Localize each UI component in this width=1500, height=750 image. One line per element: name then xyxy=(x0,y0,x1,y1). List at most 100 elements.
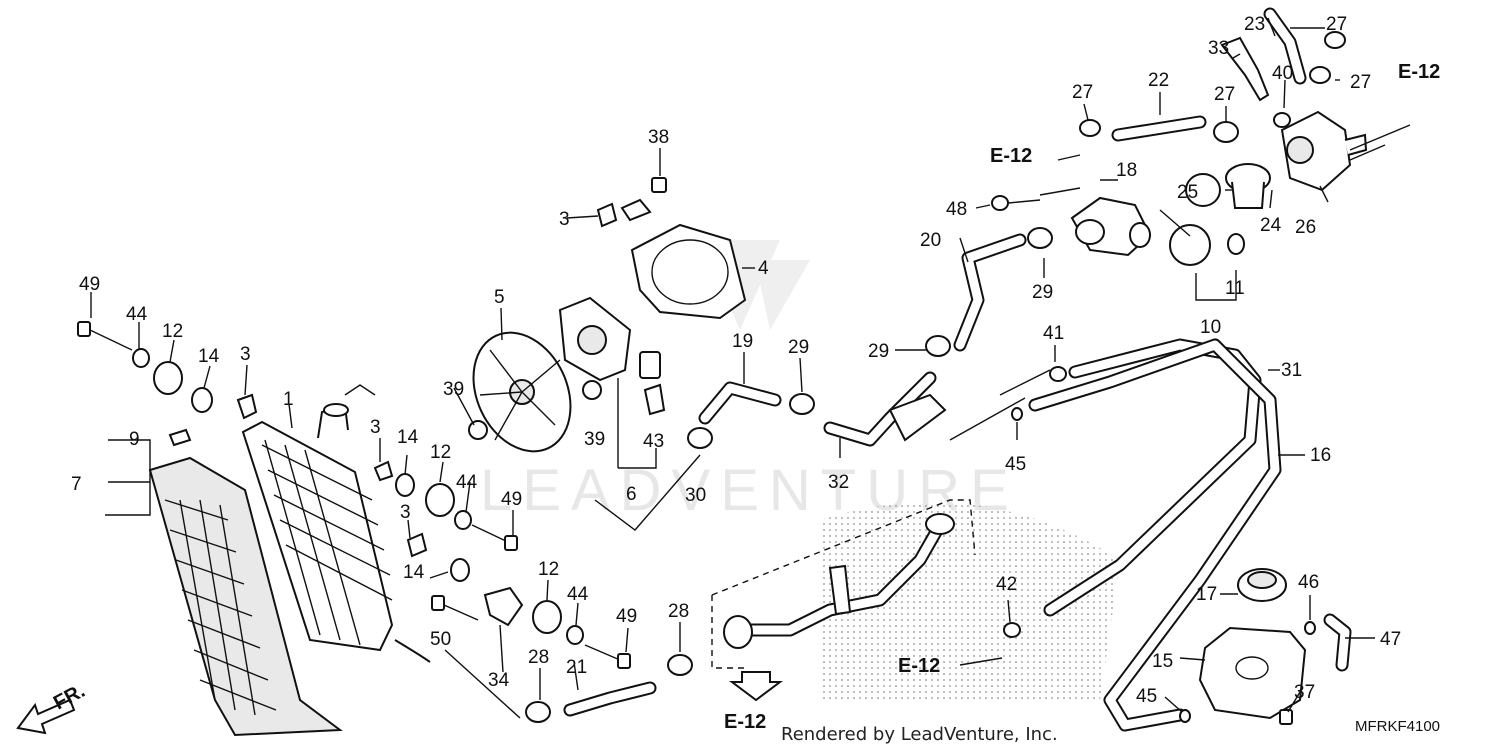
hose-23[interactable] xyxy=(1263,7,1307,85)
callout: 49 xyxy=(501,489,522,510)
thermostat-housing[interactable] xyxy=(1070,196,1152,257)
callout: 31 xyxy=(1281,360,1302,381)
hose-21[interactable] xyxy=(563,681,657,717)
callout: 20 xyxy=(920,230,941,251)
callout: 12 xyxy=(538,559,559,580)
callout: 30 xyxy=(685,485,706,506)
callout: 3 xyxy=(370,417,381,438)
callout: 5 xyxy=(494,287,505,308)
radiator-cap[interactable] xyxy=(1169,224,1245,266)
temperature-sensor[interactable] xyxy=(1220,36,1270,102)
callout: 47 xyxy=(1380,629,1401,650)
callout: 29 xyxy=(1032,282,1053,303)
callout: 44 xyxy=(126,304,148,325)
reference-label: E-12 xyxy=(1398,61,1440,83)
callout: 45 xyxy=(1005,454,1026,475)
hose-19[interactable] xyxy=(698,381,782,425)
callout: 41 xyxy=(1043,323,1064,344)
radiator-shroud[interactable] xyxy=(148,456,343,737)
callout: 14 xyxy=(198,346,220,367)
fan[interactable] xyxy=(455,317,589,467)
callout: 39 xyxy=(584,429,605,450)
callout: 44 xyxy=(456,472,478,493)
callout: 40 xyxy=(1272,63,1293,84)
front-arrow-icon: FR. xyxy=(16,680,89,735)
callout: 19 xyxy=(732,331,753,352)
callout: 27 xyxy=(1326,14,1347,35)
pipe-32[interactable] xyxy=(823,371,947,447)
callout: 7 xyxy=(71,474,82,495)
small-parts xyxy=(77,112,1316,725)
callout: 16 xyxy=(1310,445,1331,466)
water-pump[interactable] xyxy=(1280,110,1368,192)
callout: 4 xyxy=(758,258,769,279)
callout: 3 xyxy=(400,502,411,523)
thermostat[interactable] xyxy=(1225,163,1271,209)
callout: 18 xyxy=(1116,160,1137,181)
radiator[interactable] xyxy=(241,403,431,663)
callout: 32 xyxy=(828,472,849,493)
callout: 11 xyxy=(1225,278,1245,299)
callout: 50 xyxy=(430,629,451,650)
callout: 38 xyxy=(648,127,669,148)
callout: 15 xyxy=(1152,651,1173,672)
callout: 29 xyxy=(868,341,889,362)
leader-lines xyxy=(90,17,1411,719)
dashed-outline xyxy=(711,499,976,669)
callout: 33 xyxy=(1208,38,1229,59)
hose-47[interactable] xyxy=(1323,613,1352,672)
references: E-12 E-12 E-12 E-12 xyxy=(724,61,1440,733)
callout: 6 xyxy=(626,484,637,505)
callout: 27 xyxy=(1072,82,1093,103)
callout: 27 xyxy=(1350,72,1371,93)
callout: 3 xyxy=(240,344,251,365)
callout: 12 xyxy=(162,321,183,342)
callout: 49 xyxy=(79,274,100,295)
callout: 24 xyxy=(1260,215,1282,236)
callout: 12 xyxy=(430,442,451,463)
fan-shroud[interactable] xyxy=(620,198,747,320)
overflow-hoses[interactable] xyxy=(1028,338,1282,732)
callout: 26 xyxy=(1295,217,1316,238)
callout: 27 xyxy=(1214,84,1235,105)
callouts: 1 3 3 3 3 4 5 6 7 9 10 11 12 12 12 14 14… xyxy=(71,14,1401,707)
hose-20[interactable] xyxy=(953,233,1027,352)
callout: 28 xyxy=(668,601,689,622)
water-pipe-lower[interactable] xyxy=(723,513,955,649)
callout: 37 xyxy=(1294,682,1315,703)
callout: 29 xyxy=(788,337,809,358)
callout: 46 xyxy=(1298,572,1319,593)
callout: 22 xyxy=(1148,70,1169,91)
callout: 9 xyxy=(129,429,140,450)
callout: 14 xyxy=(403,562,425,583)
callout: 45 xyxy=(1136,686,1157,707)
hose-upper[interactable] xyxy=(1111,115,1207,142)
callout: 14 xyxy=(397,427,419,448)
callout: 39 xyxy=(443,379,464,400)
callout: 34 xyxy=(488,670,510,691)
callout: 3 xyxy=(559,209,570,230)
callout: 21 xyxy=(566,657,587,678)
reference-label: E-12 xyxy=(898,655,940,677)
reserve-tank-cap[interactable] xyxy=(1237,568,1287,602)
callout: 48 xyxy=(946,199,967,220)
diagram-code: MFRKF4100 xyxy=(1355,718,1440,735)
o-ring[interactable] xyxy=(1185,173,1221,207)
callout: 43 xyxy=(643,431,664,452)
callout: 44 xyxy=(567,584,589,605)
arrow-down-icon xyxy=(729,671,783,702)
footer-credit: Rendered by LeadVenture, Inc. xyxy=(781,724,1058,745)
callout: 23 xyxy=(1244,14,1265,35)
callout: 1 xyxy=(283,389,294,410)
reference-label: E-12 xyxy=(724,711,766,733)
callout: 49 xyxy=(616,606,637,627)
callout: 17 xyxy=(1196,584,1217,605)
fan-motor[interactable] xyxy=(558,296,661,382)
callout: 42 xyxy=(996,574,1017,595)
reserve-tank[interactable] xyxy=(1198,626,1307,720)
callout: 28 xyxy=(528,647,549,668)
callout: 10 xyxy=(1200,317,1221,338)
reference-label: E-12 xyxy=(990,145,1032,167)
callout: 25 xyxy=(1177,182,1198,203)
